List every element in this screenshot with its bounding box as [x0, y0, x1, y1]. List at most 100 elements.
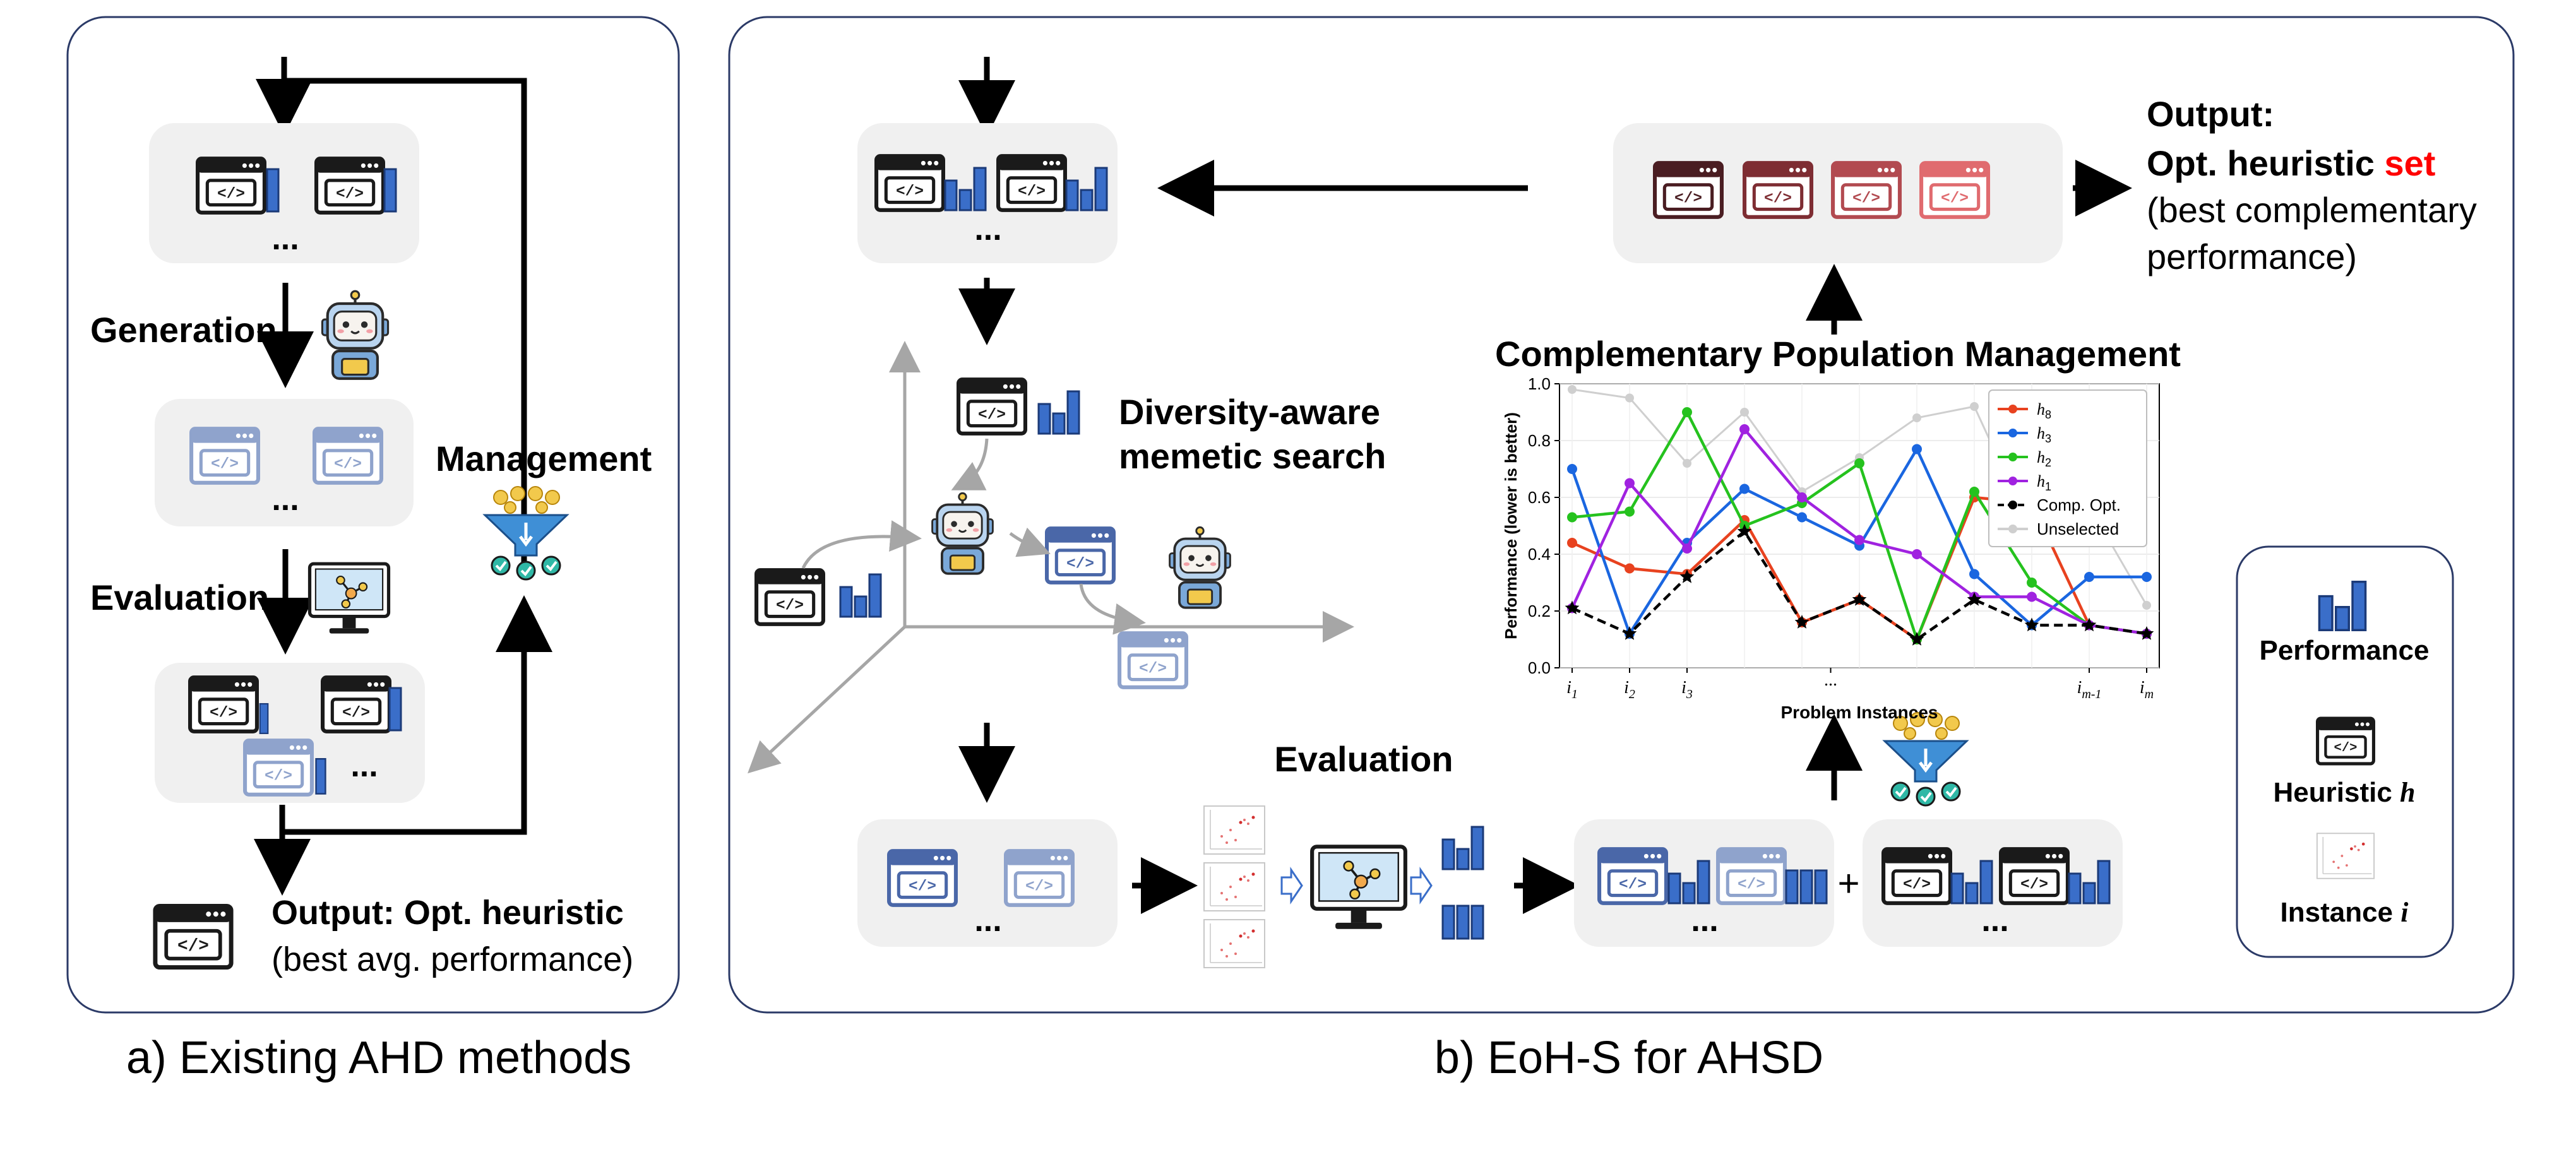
legend-label: h8: [2037, 400, 2051, 421]
x-tick-label: i2: [1624, 678, 1635, 701]
data-point: [1568, 385, 1577, 394]
x-tick-label: im-1: [2077, 678, 2102, 701]
series-line: [1571, 529, 2147, 641]
data-point: [1854, 458, 1864, 468]
ellipsis: ...: [271, 220, 299, 257]
performance-bar-icon: [388, 687, 402, 732]
ellipsis: ...: [350, 747, 378, 784]
data-point: [2024, 617, 2039, 632]
heuristic-icon: [1744, 163, 1811, 217]
heuristic-icon: [2318, 718, 2374, 764]
flow-arrow: [801, 520, 922, 569]
instance-icon: [1203, 919, 1265, 968]
evaluation-label-b: Evaluation: [1274, 739, 1453, 779]
performance-icon: [1785, 869, 1828, 905]
legend-instance-label: Instance: [2281, 897, 2401, 928]
heuristic-icon: [155, 906, 231, 967]
hollow-arrow: [1410, 867, 1433, 905]
heuristic-icon: [756, 570, 823, 624]
data-point: [1797, 492, 1807, 502]
flow-arrow: [1079, 583, 1146, 635]
legend-marker: [2008, 477, 2017, 485]
data-point: [1969, 487, 1979, 497]
heuristic-icon: [1119, 633, 1186, 687]
monitor-icon: [310, 564, 389, 633]
legend-instance: Instance i: [2281, 897, 2409, 928]
y-tick-label: 0.2: [1528, 602, 1551, 620]
panel-b-border: [728, 16, 2515, 1014]
instance-icon: [1203, 862, 1265, 911]
data-point: [1625, 478, 1635, 489]
flow-arrow: [951, 438, 989, 490]
legend-label: h2: [2037, 448, 2051, 469]
data-point: [1682, 407, 1692, 417]
data-point: [1683, 459, 1691, 468]
x-tick-label: i1: [1566, 678, 1578, 701]
legend-marker: [2008, 453, 2017, 461]
ellipsis: ...: [271, 481, 299, 518]
performance-bar-icon: [383, 168, 397, 213]
data-point: [1567, 464, 1577, 474]
data-point: [1567, 512, 1577, 523]
funnel-icon: [1885, 713, 1967, 805]
heuristic-icon: [1921, 163, 1988, 217]
data-point: [2084, 572, 2094, 582]
data-point: [1622, 626, 1637, 640]
flow-arrow: [1009, 527, 1051, 557]
x-axis-label: Problem Instances: [1781, 703, 1938, 722]
heuristic-icon: [1047, 528, 1114, 583]
plus-sign: +: [1837, 862, 1859, 905]
cpm-label: Complementary Population Management: [1495, 334, 2181, 374]
x-tick-label: ...: [1824, 670, 1837, 690]
data-point: [2027, 591, 2037, 602]
robot-icon: [322, 291, 388, 379]
performance-bar-icon: [266, 168, 280, 213]
ellipsis: ...: [974, 211, 1001, 247]
heuristic-icon: [998, 156, 1065, 210]
legend-box: [2236, 545, 2454, 958]
data-point: [1565, 600, 1580, 615]
caption-a: a) Existing AHD methods: [126, 1033, 631, 1083]
data-point: [1739, 424, 1750, 434]
y-tick-label: 0.8: [1528, 431, 1551, 450]
data-point: [1794, 615, 1810, 629]
output-subtitle-2: performance): [2147, 237, 2357, 276]
data-point: [1967, 592, 1982, 606]
data-point: [1567, 538, 1577, 548]
axis-z: [748, 626, 906, 774]
data-point: [1970, 402, 1979, 411]
heuristic-icon: [245, 740, 312, 795]
heuristic-icon: [1655, 163, 1722, 217]
data-point: [1682, 543, 1692, 554]
legend-instance-var: i: [2400, 897, 2409, 928]
heuristic-icon: [198, 158, 265, 213]
legend-performance: Performance: [2259, 635, 2429, 666]
data-point: [2082, 617, 2097, 632]
y-tick-label: 0.6: [1528, 488, 1551, 507]
robot-icon: [931, 492, 994, 575]
data-point: [1679, 569, 1695, 583]
performance-icon: [839, 573, 882, 618]
data-point: [1912, 549, 1922, 559]
performance-bar-icon: [315, 757, 326, 795]
performance-icon: [1441, 905, 1484, 940]
y-tick-label: 0.0: [1528, 658, 1551, 677]
legend-label: h1: [2037, 472, 2051, 493]
data-point: [2142, 572, 2152, 582]
legend-heuristic-var: h: [2400, 777, 2415, 808]
data-point: [2139, 626, 2154, 640]
heuristic-icon: [191, 429, 258, 483]
data-point: [2142, 601, 2151, 610]
heuristic-icon: [1883, 849, 1950, 903]
feedback-arrow: [256, 78, 527, 579]
output-subtitle: (best avg. performance): [271, 940, 633, 978]
output-subtitle-1: (best complementary: [2147, 190, 2477, 230]
x-tick-label: i3: [1681, 678, 1693, 701]
data-point: [1739, 484, 1750, 494]
y-tick-label: 1.0: [1528, 374, 1551, 393]
y-axis-label: Performance (lower is better): [1501, 412, 1520, 639]
legend-heuristic-label: Heuristic: [2274, 777, 2400, 808]
data-point: [1912, 444, 1922, 454]
